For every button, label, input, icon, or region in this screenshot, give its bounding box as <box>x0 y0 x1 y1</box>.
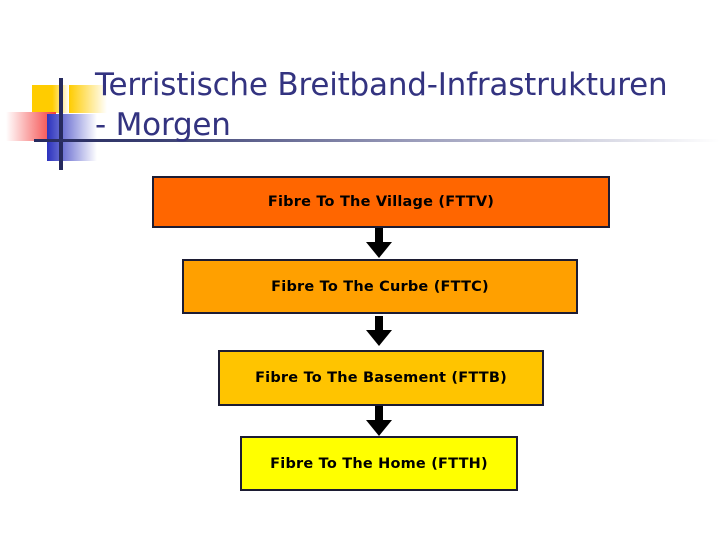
flow-box-fttb[interactable]: Fibre To The Basement (FTTB) <box>218 350 544 406</box>
arrow-head-icon <box>366 242 392 258</box>
arrow-fttc-to-fttb <box>366 316 392 346</box>
arrow-shaft <box>375 406 383 422</box>
ornament-blue-square <box>47 114 97 161</box>
ornament-red-square <box>6 112 56 141</box>
flow-box-ftth[interactable]: Fibre To The Home (FTTH) <box>240 436 518 491</box>
arrow-shaft <box>375 228 383 244</box>
arrow-head-icon <box>366 330 392 346</box>
fibre-architecture-flowchart: Fibre To The Village (FTTV) Fibre To The … <box>0 170 720 510</box>
arrow-fttb-to-ftth <box>366 406 392 436</box>
arrow-head-icon <box>366 420 392 436</box>
ornament-cross-vertical <box>59 78 63 170</box>
page-title: Terristische Breitband-Infrastrukturen -… <box>95 66 668 143</box>
arrow-fttv-to-fttc <box>366 228 392 258</box>
arrow-shaft <box>375 316 383 332</box>
title-underline-rule <box>34 139 720 142</box>
flow-box-fttv[interactable]: Fibre To The Village (FTTV) <box>152 176 610 228</box>
flow-box-fttc[interactable]: Fibre To The Curbe (FTTC) <box>182 259 578 314</box>
ornament-yellow-square <box>32 85 69 113</box>
